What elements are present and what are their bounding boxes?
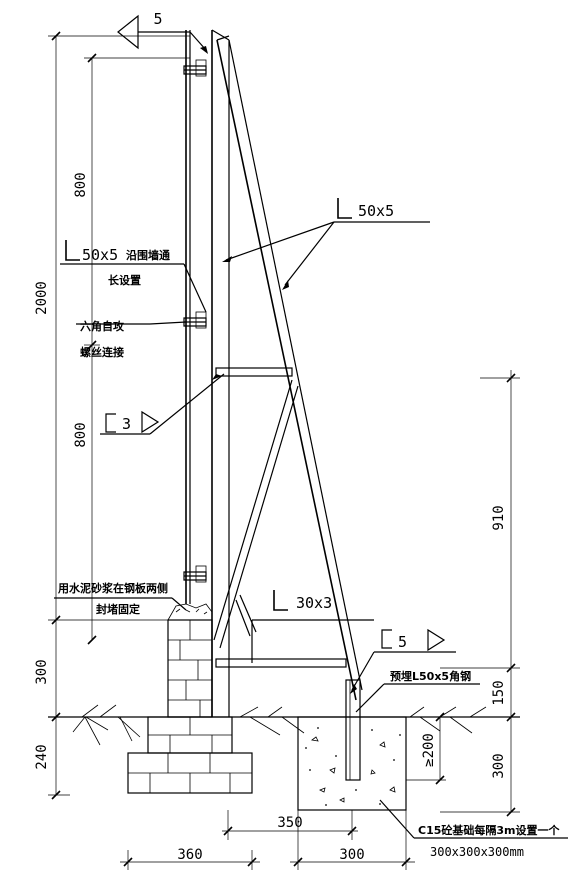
ground-line xyxy=(48,704,520,746)
weld-symbol-top xyxy=(117,14,208,54)
dim-300-left: 300 xyxy=(34,659,50,684)
embed-note: 预埋L50x5角钢 xyxy=(390,669,471,683)
dim-350: 350 xyxy=(277,815,302,831)
steel-plate-panel xyxy=(185,29,230,717)
dim-bottom xyxy=(120,810,415,870)
screw-clips xyxy=(183,59,207,583)
dim-2000: 2000 xyxy=(34,281,50,315)
dim-910: 910 xyxy=(491,505,507,530)
horizontal-ties xyxy=(215,367,347,668)
dim-800-top: 800 xyxy=(73,172,89,197)
mortar-note-2: 封堵固定 xyxy=(96,602,140,616)
angle-wall-note-2: 长设置 xyxy=(108,273,141,287)
embed-callout xyxy=(355,683,480,713)
dim-360: 360 xyxy=(177,847,202,863)
foundation-note-1: C15砼基础每隔3m设置一个 xyxy=(418,823,560,837)
weld-mid-callout xyxy=(100,373,225,435)
dim-300-bottom: 300 xyxy=(339,847,364,863)
dim-800-bottom: 800 xyxy=(73,422,89,447)
screw-note-1: 六角自攻 xyxy=(80,319,125,333)
secondary-brace xyxy=(213,379,299,649)
angle-brace-callout xyxy=(251,590,374,663)
brick-pier xyxy=(167,603,213,718)
angle-main-callout xyxy=(222,198,430,290)
foundation-callout xyxy=(379,799,568,839)
dim-left xyxy=(48,31,190,800)
angle-brace-label: 30x3 xyxy=(296,594,332,612)
angle-wall-callout xyxy=(60,240,207,313)
angle-wall-note-1: 沿围墙通 xyxy=(126,248,170,262)
brick-footing xyxy=(127,716,253,794)
screw-note-2: 螺丝连接 xyxy=(80,345,124,359)
angle-wall-size: 50x5 xyxy=(82,246,118,264)
concrete-foundation xyxy=(297,679,407,811)
dim-240: 240 xyxy=(34,744,50,769)
angle-main-label: 50x5 xyxy=(358,202,394,220)
weld-top-label: 5 xyxy=(153,10,162,28)
dim-150: 150 xyxy=(491,680,507,705)
mortar-callout xyxy=(54,597,187,611)
dim-200: ≥200 xyxy=(421,733,437,767)
main-diagonal-brace xyxy=(216,35,363,701)
foundation-note-2: 300x300x300mm xyxy=(430,845,524,859)
dim-right xyxy=(406,370,520,817)
screw-callout xyxy=(76,321,187,325)
weld-low-callout xyxy=(350,628,456,694)
weld-mid-label: 3 xyxy=(122,415,131,433)
mortar-note-1: 用水泥砂浆在钢板两侧 xyxy=(58,581,168,595)
weld-low-label: 5 xyxy=(398,633,407,651)
dim-300-right: 300 xyxy=(491,753,507,778)
